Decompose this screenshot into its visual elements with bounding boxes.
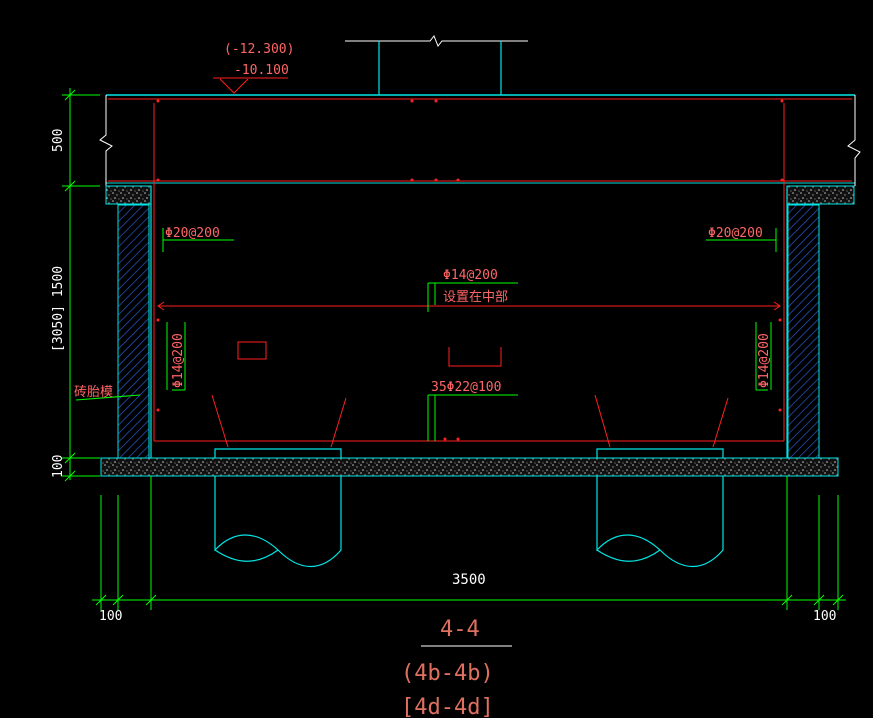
column-stub	[345, 35, 528, 95]
right-wall-cap	[786, 185, 855, 205]
rebar-label-middle: Φ14@200	[443, 268, 498, 283]
label-leaders	[75, 228, 777, 441]
dim-base-thickness: 100	[51, 455, 66, 478]
right-brick-wall	[787, 204, 820, 459]
section-number: 4-4	[440, 617, 480, 642]
rebar-label-right-vertical: Φ14@200	[757, 333, 772, 388]
pile-right	[596, 448, 724, 568]
section-ref-1: (4b-4b)	[401, 661, 494, 686]
section-title: 4-4 (4b-4b) [4d-4d]	[401, 617, 512, 718]
dim-wall-height: [3050] 1500	[51, 266, 66, 352]
section-ref-2: [4d-4d]	[401, 695, 494, 718]
dim-right-edge: 100	[813, 609, 836, 624]
dim-left-edge: 100	[99, 609, 122, 624]
top-slab	[99, 94, 861, 186]
left-brick-wall	[117, 204, 150, 459]
rebar-cage	[153, 103, 785, 448]
dim-slab-thickness: 500	[51, 129, 66, 152]
rebar-label-top-right: Φ20@200	[708, 226, 763, 241]
vertical-dimension	[62, 88, 100, 482]
horizontal-dimension	[92, 476, 846, 610]
rebar-label-bottom: 35Φ22@100	[431, 380, 501, 395]
elevation-marker: (-12.300) -10.100	[213, 42, 294, 94]
rebar-label-left-vertical: Φ14@200	[171, 333, 186, 388]
elevation-upper: (-12.300)	[224, 42, 294, 57]
brick-wall-label: 砖胎模	[74, 385, 113, 400]
dim-span: 3500	[452, 572, 486, 588]
rebar-label-top-left: Φ20@200	[165, 226, 220, 241]
rebar-label-middle-note: 设置在中部	[443, 290, 508, 305]
elevation-lower: -10.100	[234, 63, 289, 78]
left-wall-cap	[105, 185, 152, 205]
pile-left	[214, 448, 342, 568]
